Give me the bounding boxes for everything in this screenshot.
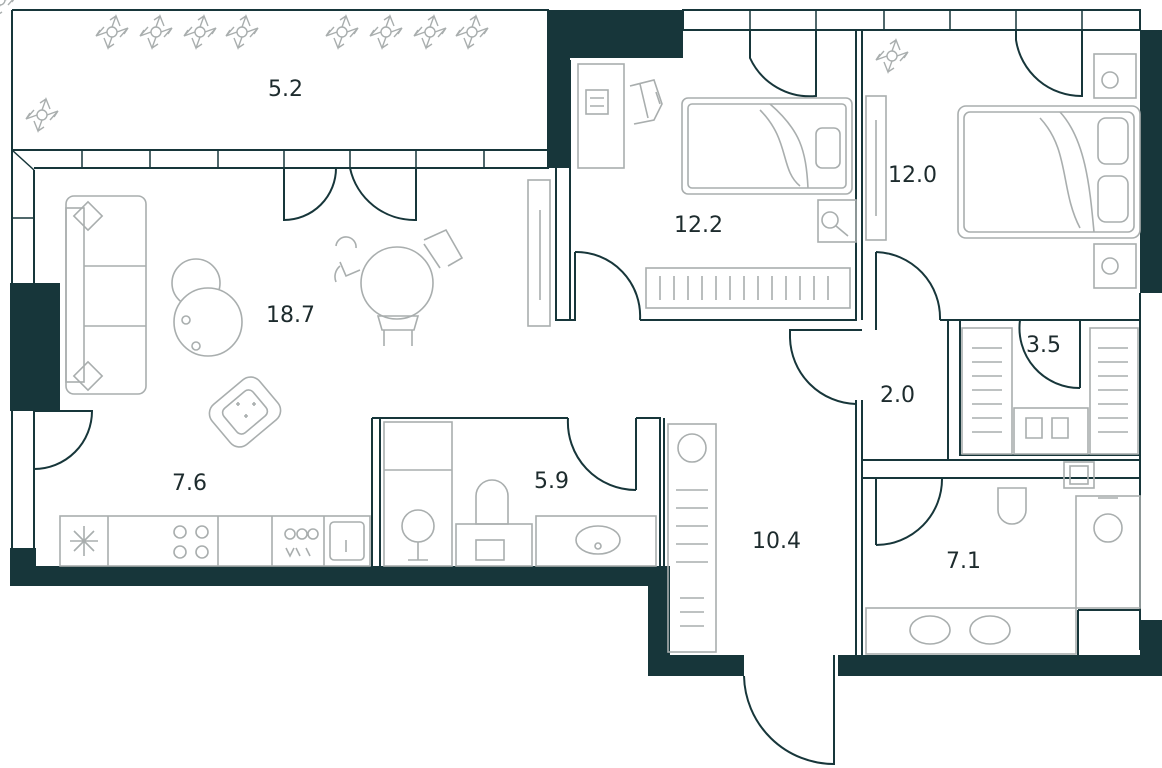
coffee-table-icon: [171, 258, 243, 357]
room-area-hall: 10.4: [752, 529, 801, 554]
room-area-bathroom-2: 7.1: [946, 549, 981, 574]
door-icon: [283, 167, 337, 222]
nightstand-icon: [1093, 243, 1137, 289]
door-icon: [33, 410, 94, 470]
room-area-wardrobe: 3.5: [1026, 333, 1061, 358]
radiator-icon: [645, 267, 851, 309]
sink-icon: [865, 607, 1077, 655]
shower-icon: [1075, 495, 1141, 609]
door-icon: [574, 250, 642, 321]
door-icon: [566, 417, 637, 492]
door-icon: [875, 477, 944, 546]
door-icon: [1015, 30, 1083, 98]
wardrobe-icon: [865, 95, 887, 241]
door-icon: [875, 251, 942, 321]
room-area-bedroom-1: 12.2: [674, 213, 723, 238]
sink-icon: [535, 515, 657, 567]
stove-icon: [173, 525, 209, 559]
door-icon: [349, 167, 417, 222]
fridge-icon: [70, 526, 98, 556]
hall-wardrobe: [667, 423, 717, 653]
oven-icon: [284, 528, 319, 558]
wardrobe-icon: [961, 327, 1139, 455]
bed-icon: [957, 105, 1141, 239]
shower-icon: [383, 421, 453, 567]
door-icon: [749, 30, 817, 98]
room-area-bathroom-1: 5.9: [534, 469, 569, 494]
room-area-kitchen: 7.6: [172, 471, 207, 496]
room-area-bedroom-2: 12.0: [888, 163, 937, 188]
kitchen-counter: [59, 515, 371, 567]
room-area-balcony: 5.2: [268, 77, 303, 102]
desk-icon: [577, 63, 663, 169]
bed-icon: [681, 97, 853, 195]
wardrobe-icon: [527, 179, 551, 327]
toilet-icon: [997, 487, 1027, 525]
balcony-plants: [0, 0, 15, 15]
room-area-corridor: 2.0: [880, 383, 915, 408]
door-icon: [789, 337, 857, 405]
nightstand-icon: [817, 199, 857, 243]
sink-icon: [329, 521, 365, 561]
armchair-icon: [208, 376, 282, 448]
nightstand-icon: [1093, 53, 1137, 99]
doors: [33, 30, 1083, 766]
area-labels: 5.2 18.7 7.6 12.2 12.0 3.5 2.0 5.9 10.4 …: [172, 77, 1061, 574]
sofa-icon: [65, 195, 147, 395]
toilet-icon: [455, 479, 533, 567]
room-area-living: 18.7: [266, 303, 315, 328]
walls: [10, 9, 1162, 676]
dining-table-icon: [334, 228, 464, 346]
door-icon: [743, 655, 835, 766]
washing-machine-icon: [1063, 461, 1095, 489]
plant-icon: [0, 0, 15, 15]
door-icon: [1018, 319, 1081, 390]
